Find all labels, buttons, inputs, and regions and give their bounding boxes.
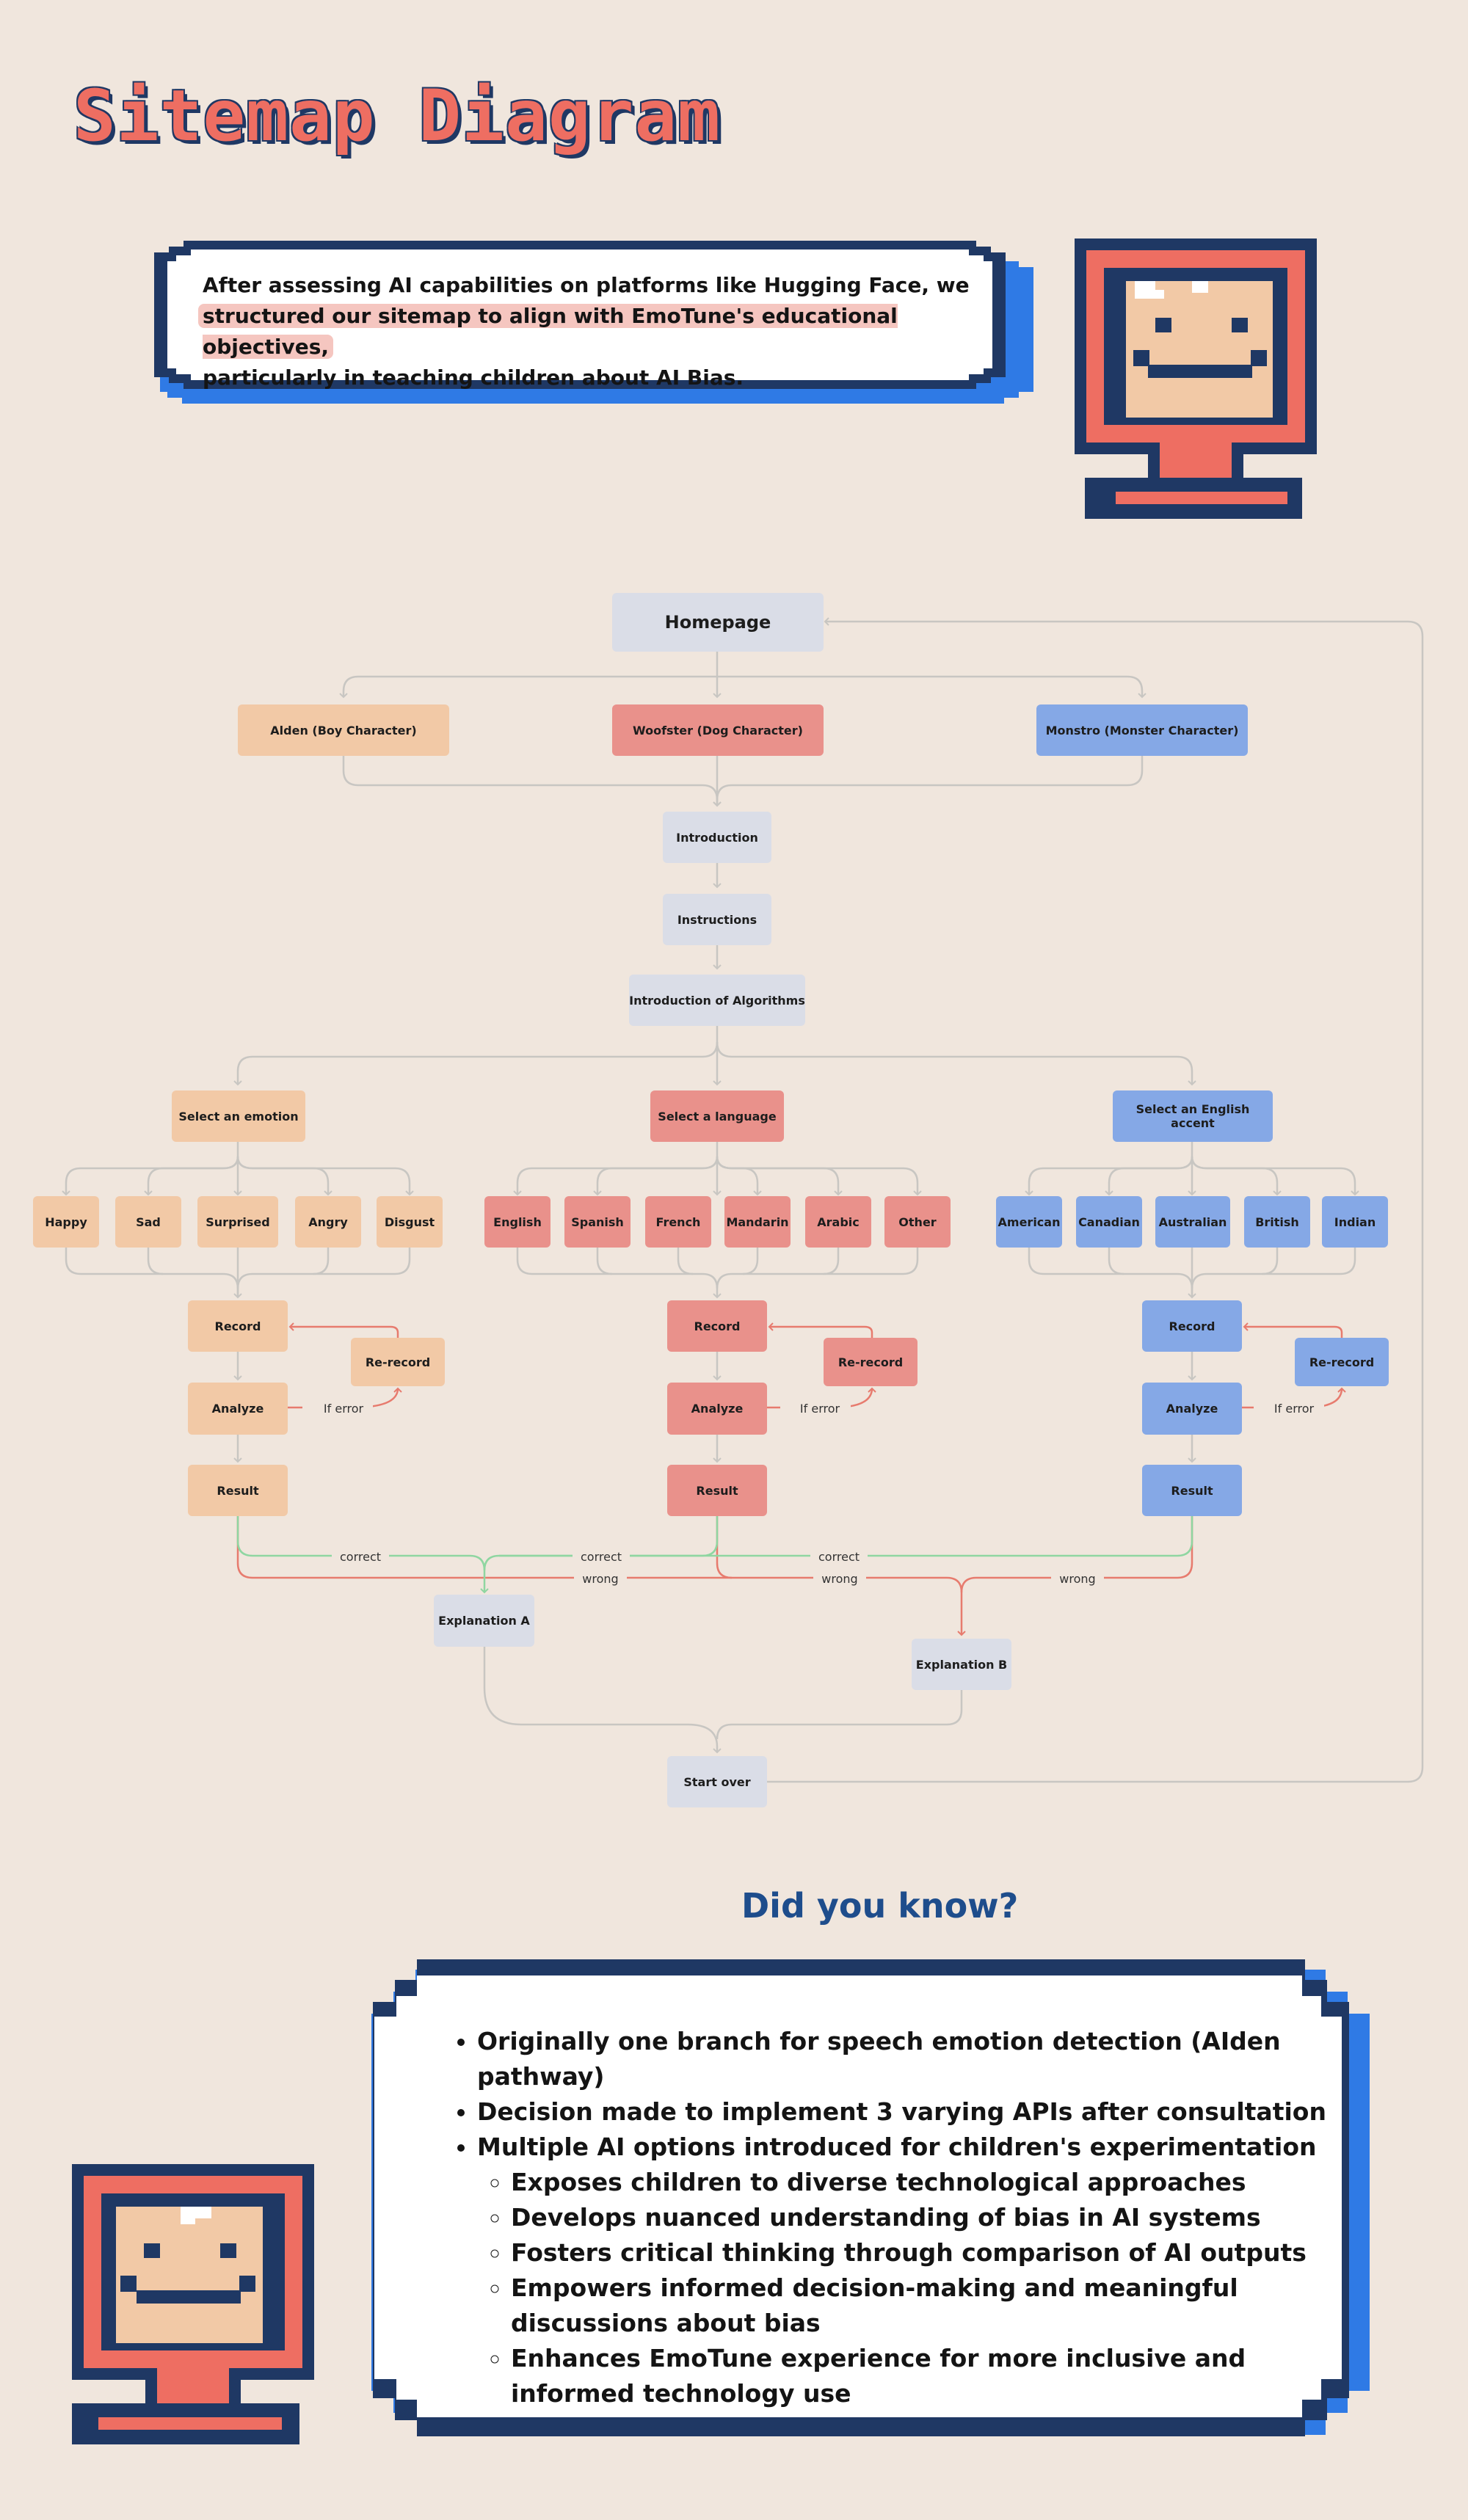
sub-list-item: Empowers informed decision-making and me… [511,2270,1329,2341]
node-option-canadian[interactable]: Canadian [1076,1196,1142,1248]
node-rerecord-emotion[interactable]: Re-record [351,1338,445,1386]
list-item: Multiple AI options introduced for child… [477,2130,1329,2411]
node-option-disgust[interactable]: Disgust [377,1196,443,1248]
if-error-label-2: If error [800,1402,840,1416]
list-item: Originally one branch for speech emotion… [477,2024,1329,2094]
node-result-accent[interactable]: Result [1142,1465,1242,1516]
node-explanation-b[interactable]: Explanation B [912,1639,1011,1690]
list-item-text: Multiple AI options introduced for child… [477,2133,1317,2161]
node-record-language[interactable]: Record [667,1300,767,1352]
node-select-language[interactable]: Select a language [650,1090,784,1142]
computer-mascot-icon-bottom [72,2164,314,2444]
page-title: Sitemap Diagram [73,75,721,157]
wrong-label-3: wrong [1059,1572,1095,1586]
node-select-emotion[interactable]: Select an emotion [172,1090,305,1142]
node-option-british[interactable]: British [1244,1196,1310,1248]
if-error-label-1: If error [324,1402,364,1416]
node-introduction[interactable]: Introduction [663,812,771,863]
sub-list-item: Fosters critical thinking through compar… [511,2235,1329,2270]
node-option-mandarin[interactable]: Mandarin [724,1196,791,1248]
node-analyze-accent[interactable]: Analyze [1142,1383,1242,1435]
node-rerecord-accent[interactable]: Re-record [1295,1338,1389,1386]
node-option-happy[interactable]: Happy [33,1196,99,1248]
intro-line-3: particularly in teaching children about … [203,365,744,390]
node-analyze-language[interactable]: Analyze [667,1383,767,1435]
node-option-surprised[interactable]: Surprised [197,1196,278,1248]
node-option-french[interactable]: French [645,1196,711,1248]
node-select-accent[interactable]: Select an English accent [1113,1090,1273,1142]
node-record-emotion[interactable]: Record [188,1300,288,1352]
sub-list-item: Enhances EmoTune experience for more inc… [511,2341,1329,2411]
computer-mascot-icon [1075,238,1317,519]
node-instructions[interactable]: Instructions [663,894,771,945]
if-error-label-3: If error [1274,1402,1315,1416]
node-start-over[interactable]: Start over [667,1756,767,1807]
node-character-monstro[interactable]: Monstro (Monster Character) [1036,704,1248,756]
node-option-spanish[interactable]: Spanish [564,1196,631,1248]
node-character-alden[interactable]: Alden (Boy Character) [238,704,449,756]
node-homepage[interactable]: Homepage [612,593,824,652]
node-result-emotion[interactable]: Result [188,1465,288,1516]
node-rerecord-language[interactable]: Re-record [824,1338,918,1386]
node-result-language[interactable]: Result [667,1465,767,1516]
node-option-arabic[interactable]: Arabic [805,1196,871,1248]
sub-list-item: Develops nuanced understanding of bias i… [511,2200,1329,2235]
node-option-other[interactable]: Other [884,1196,951,1248]
node-record-accent[interactable]: Record [1142,1300,1242,1352]
node-explanation-a[interactable]: Explanation A [434,1595,534,1647]
node-option-australian[interactable]: Australian [1155,1196,1230,1248]
node-analyze-emotion[interactable]: Analyze [188,1383,288,1435]
node-option-american[interactable]: American [996,1196,1062,1248]
list-item: Decision made to implement 3 varying API… [477,2094,1329,2130]
node-option-angry[interactable]: Angry [295,1196,361,1248]
wrong-label-1: wrong [582,1572,618,1586]
node-introduction-of-algorithms[interactable]: Introduction of Algorithms [629,975,805,1026]
did-you-know-list: Originally one branch for speech emotion… [448,2024,1329,2411]
correct-label-3: correct [818,1550,860,1564]
node-option-english[interactable]: English [484,1196,550,1248]
sub-list-item: Exposes children to diverse technologica… [511,2165,1329,2200]
wrong-label-2: wrong [821,1572,857,1586]
node-character-woofster[interactable]: Woofster (Dog Character) [612,704,824,756]
correct-label-1: correct [340,1550,381,1564]
did-you-know-title: Did you know? [741,1886,1019,1926]
did-you-know-frame [371,1959,1370,2436]
node-option-indian[interactable]: Indian [1322,1196,1388,1248]
node-option-sad[interactable]: Sad [115,1196,181,1248]
intro-line-1: After assessing AI capabilities on platf… [203,273,970,297]
correct-label-2: correct [581,1550,622,1564]
intro-text: After assessing AI capabilities on platf… [198,270,981,393]
